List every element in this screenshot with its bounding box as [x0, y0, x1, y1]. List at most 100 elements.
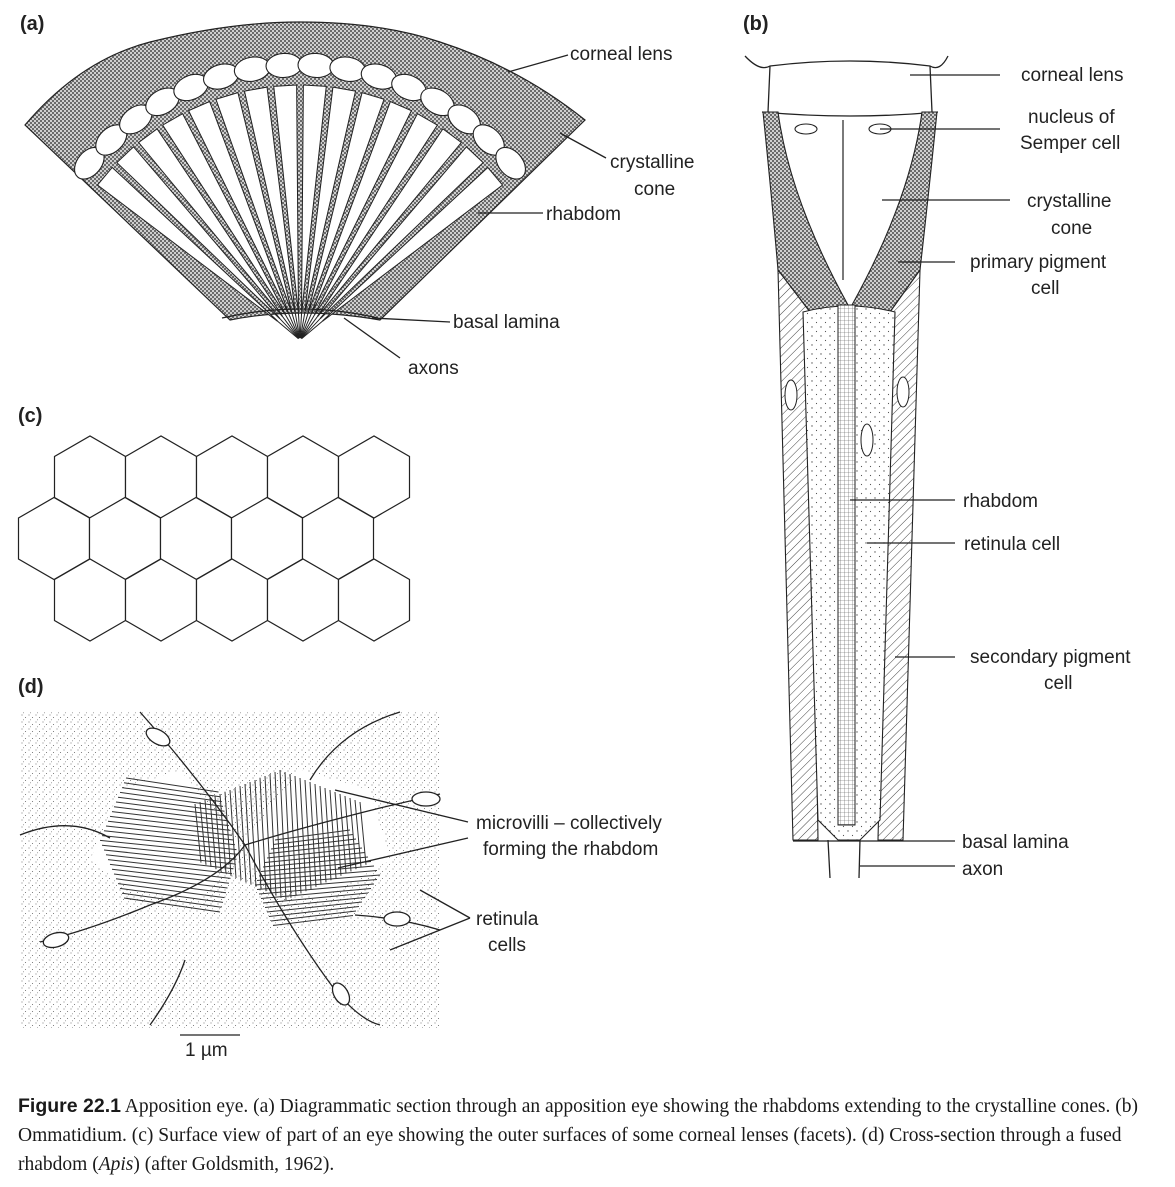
- retinula-nucleus-4: [42, 931, 70, 949]
- basal-lamina-curve: [221, 308, 379, 319]
- label-cone-a: cone: [634, 179, 675, 200]
- corneal-facet-hex: [337, 558, 411, 642]
- caption-italic: Apis: [98, 1154, 134, 1175]
- microvillus: [113, 806, 228, 822]
- axon: [301, 317, 321, 339]
- microvillus: [284, 771, 292, 898]
- primary-pigment-right: [851, 111, 938, 313]
- microvillus: [264, 897, 366, 908]
- leader-corneal-lens-a: [507, 54, 569, 73]
- microvillus: [274, 829, 351, 841]
- microvillus: [194, 803, 202, 863]
- leader-axons-a: [343, 317, 401, 359]
- microvillus: [354, 799, 362, 868]
- label-rhabdom-a: rhabdom: [546, 204, 621, 225]
- microvillus: [262, 856, 369, 868]
- axon: [284, 313, 300, 339]
- panel-d-tag: (d): [18, 676, 44, 698]
- microvillus: [270, 910, 357, 922]
- label-retinula: retinula: [476, 909, 539, 930]
- microvillus: [270, 838, 357, 850]
- label-basal-lamina-b: basal lamina: [962, 832, 1069, 853]
- microvillus: [117, 883, 225, 899]
- microvillus: [329, 789, 337, 879]
- label-axon-b: axon: [962, 859, 1003, 880]
- label-semper-cell: Semper cell: [1020, 133, 1120, 154]
- microvillus: [272, 834, 354, 845]
- microvillus: [266, 847, 363, 859]
- corneal-lens-facet: [495, 146, 526, 180]
- microvillus: [121, 892, 222, 908]
- microvillus: [117, 796, 225, 812]
- microvillus: [256, 870, 378, 881]
- microvillus: [105, 825, 234, 841]
- axon: [297, 310, 301, 339]
- label-crystalline-a: crystalline: [610, 152, 694, 173]
- microvillus: [264, 775, 272, 894]
- leader-retinula-2: [389, 917, 471, 951]
- crystalline-cones: [96, 84, 504, 322]
- leader-microvilli-2: [337, 837, 469, 869]
- label-corneal-lens-a: corneal lens: [570, 44, 672, 65]
- microvillus: [268, 843, 360, 854]
- microvillus: [123, 897, 221, 913]
- label-secondary-pigment-cell: cell: [1044, 673, 1073, 694]
- label-microvilli: microvilli – collectively: [476, 813, 662, 834]
- microvillus: [262, 892, 369, 904]
- microvillus: [229, 789, 237, 879]
- microvillus: [103, 849, 236, 865]
- axon: [287, 312, 300, 339]
- label-rhabdom-b: rhabdom: [963, 491, 1038, 512]
- panel-c-tag: (c): [18, 405, 42, 427]
- microvillus: [115, 878, 227, 894]
- cell-boundary-left: [39, 844, 246, 943]
- microvillus: [254, 874, 381, 886]
- retinula-nucleus-3: [383, 911, 411, 927]
- label-secondary-pigment: secondary pigment: [970, 647, 1131, 668]
- microvillus: [219, 793, 227, 874]
- microvillus: [111, 811, 230, 827]
- microvillus: [254, 779, 262, 890]
- pigment-nucleus-right: [896, 376, 910, 408]
- corneal-facets: [17, 435, 411, 642]
- retinula-nucleus-2: [411, 791, 441, 807]
- caption-text-2: ) (after Goldsmith, 1962).: [133, 1154, 335, 1175]
- retinula-nucleus-1: [145, 727, 171, 747]
- label-forming-rhabdom: forming the rhabdom: [483, 839, 658, 860]
- microvillus: [258, 865, 375, 877]
- panel-b-tag: (b): [743, 13, 769, 35]
- label-axons-a: axons: [408, 358, 459, 379]
- microvillus: [119, 887, 224, 903]
- caption-text-1: Apposition eye. (a) Diagrammatic section…: [18, 1096, 1138, 1175]
- microvillus: [244, 783, 252, 885]
- label-crystalline-b: crystalline: [1027, 191, 1111, 212]
- label-retinula-cell: retinula cell: [964, 534, 1060, 555]
- axon: [300, 315, 319, 339]
- axon: [294, 310, 301, 339]
- microvillus: [121, 787, 222, 803]
- primary-pigment-left: [762, 111, 849, 313]
- microvillus: [266, 901, 363, 913]
- label-nucleus-of: nucleus of: [1028, 107, 1115, 128]
- microvillus: [204, 799, 212, 868]
- microvillus: [107, 859, 233, 875]
- microvillus: [289, 773, 297, 896]
- axon: [300, 313, 316, 339]
- axon: [299, 310, 306, 339]
- axon: [279, 317, 299, 339]
- microvillus: [294, 775, 302, 894]
- leader-retinula-1: [419, 889, 471, 919]
- label-primary-pigment: primary pigment: [970, 252, 1107, 273]
- cell-boundary-edge-bottom: [149, 959, 186, 1026]
- microvillus: [309, 781, 317, 887]
- panel-a-tag: (a): [20, 13, 44, 35]
- axon: [281, 315, 300, 339]
- microvillus: [123, 782, 221, 798]
- microvillus: [249, 781, 257, 887]
- scale-bar-label: 1 µm: [185, 1040, 228, 1061]
- axon: [276, 320, 299, 340]
- microvillus: [113, 873, 228, 889]
- figure-caption: Figure 22.1 Apposition eye. (a) Diagramm…: [18, 1092, 1163, 1179]
- label-basal-lamina-a: basal lamina: [453, 312, 560, 333]
- cell-boundary-edge-left: [19, 825, 111, 839]
